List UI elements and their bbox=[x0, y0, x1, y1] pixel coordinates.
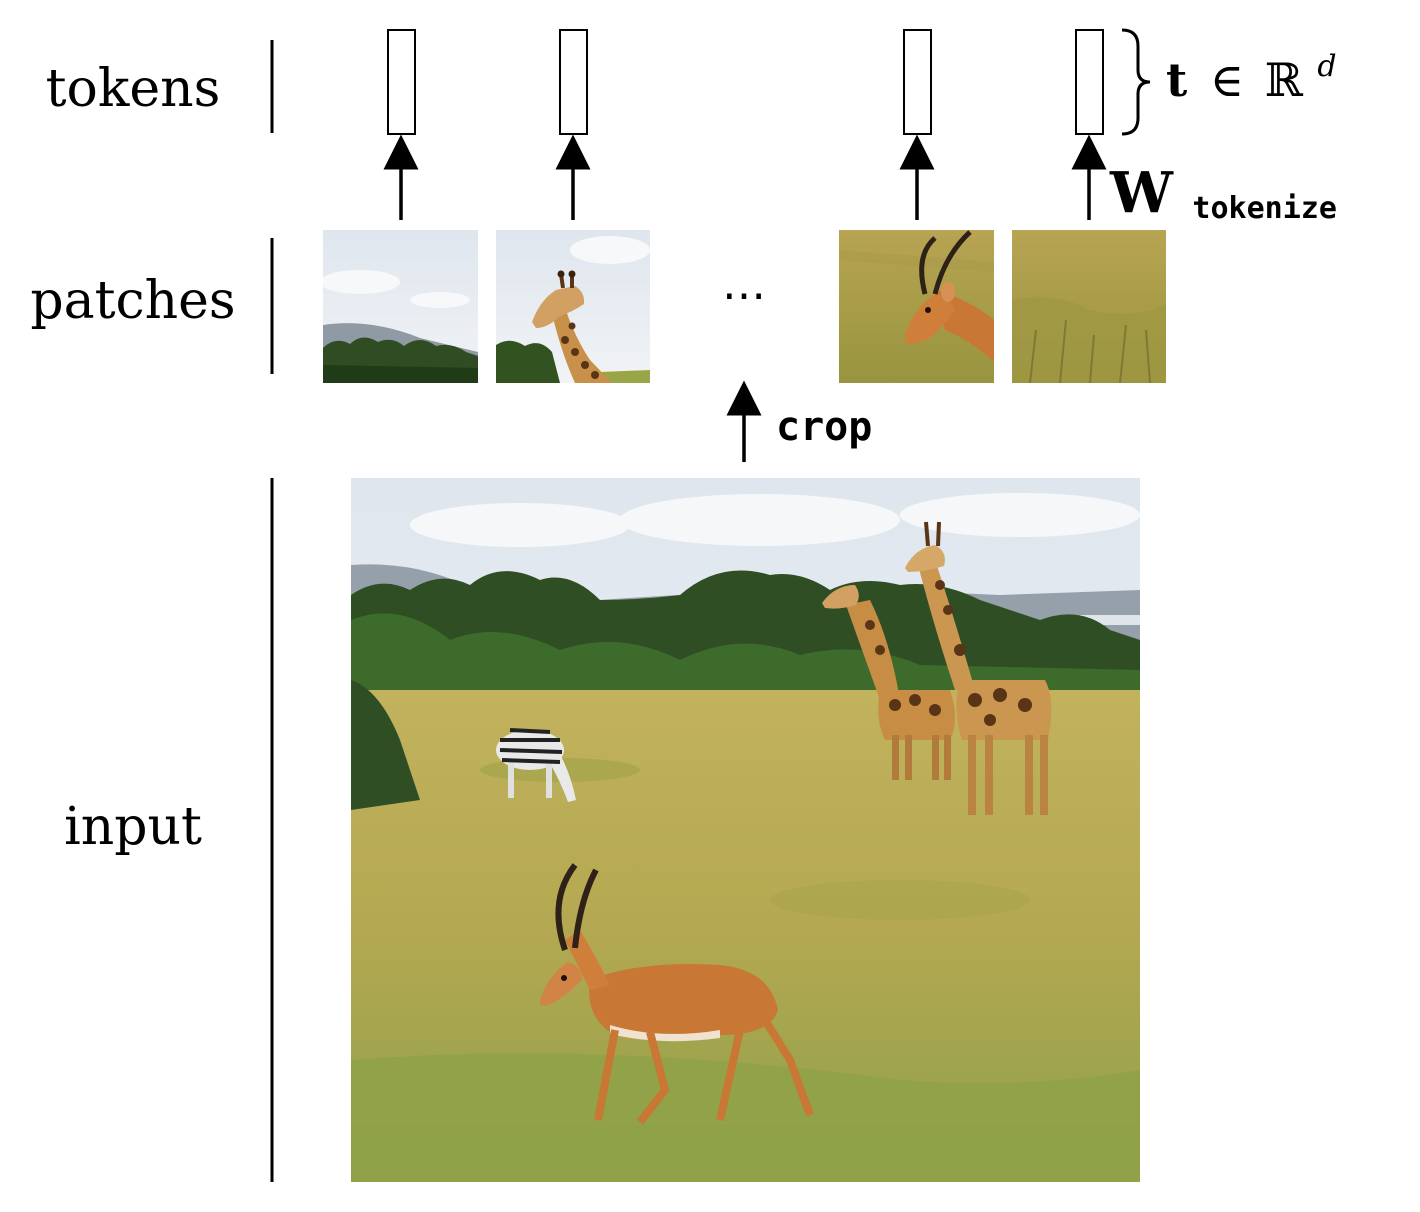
patch-giraffe-head bbox=[496, 230, 650, 383]
patch-grass bbox=[1012, 230, 1166, 383]
token-brace bbox=[1121, 28, 1151, 136]
patch-impala-head bbox=[839, 230, 994, 383]
row-label-patches: patches bbox=[30, 271, 235, 331]
giraffe-back-figure bbox=[822, 585, 955, 780]
token-dim-annotation: t ∈ ℝ d bbox=[1166, 49, 1337, 107]
row-label-input: input bbox=[64, 797, 202, 857]
giraffe-front-figure bbox=[905, 521, 1052, 815]
row-label-tokens: tokens bbox=[46, 59, 221, 119]
token-box bbox=[559, 29, 588, 135]
weight-label: W tokenize bbox=[1109, 160, 1337, 226]
token-box bbox=[387, 29, 416, 135]
token-box bbox=[903, 29, 932, 135]
token-box bbox=[1075, 29, 1104, 135]
zebra-figure bbox=[496, 728, 576, 802]
patches-ellipsis: ⋯ bbox=[722, 270, 766, 321]
patch-sky-treeline bbox=[323, 230, 478, 383]
input-photo bbox=[351, 478, 1140, 1182]
impala-figure bbox=[540, 863, 814, 1125]
crop-label: crop bbox=[776, 404, 872, 450]
